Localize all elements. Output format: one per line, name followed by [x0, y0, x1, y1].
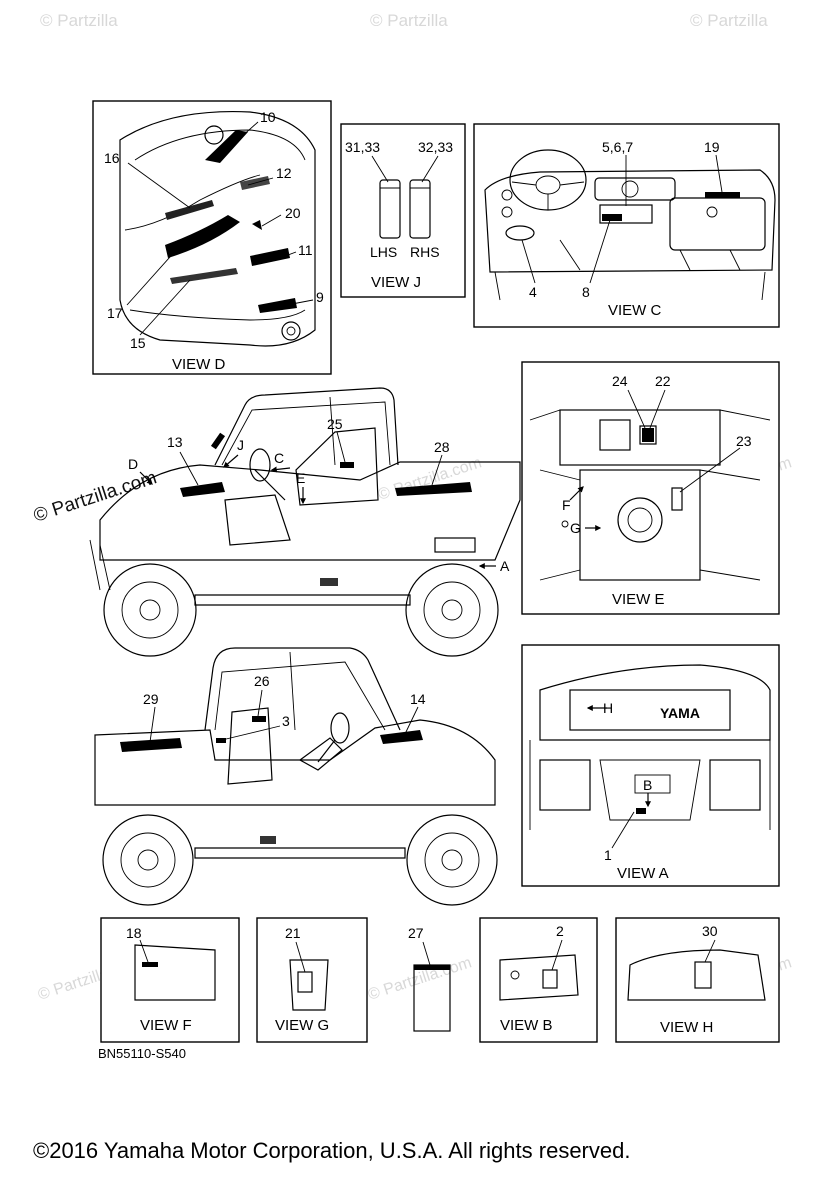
vehicle-right-side: 29 26 3 14 — [94, 647, 498, 906]
view-g-title: VIEW G — [275, 1017, 329, 1034]
callout-1: 1 — [604, 847, 612, 863]
callout-5-6-7: 5,6,7 — [602, 139, 633, 155]
view-b-panel: 2 VIEW B — [479, 917, 598, 1043]
view-b-title: VIEW B — [500, 1017, 553, 1034]
callout-10: 10 — [260, 109, 276, 125]
part-27: 27 — [408, 925, 451, 1032]
view-c-panel: 5,6,7 19 4 8 VIEW C — [473, 123, 780, 328]
arrow-label-c: C — [274, 450, 284, 466]
callout-18: 18 — [126, 925, 142, 941]
callout-11: 11 — [298, 242, 313, 258]
callout-8: 8 — [582, 284, 590, 300]
view-h-title: VIEW H — [660, 1019, 713, 1036]
arrow-label-a: A — [500, 558, 510, 574]
callout-9: 9 — [316, 289, 324, 305]
callout-24: 24 — [612, 373, 628, 389]
view-f-title: VIEW F — [140, 1017, 192, 1034]
callout-26: 26 — [254, 673, 270, 689]
view-d-panel: 10 16 12 20 11 9 17 15 VIEW D — [92, 100, 332, 375]
side-label-rhs: RHS — [410, 244, 440, 260]
callout-21: 21 — [285, 925, 301, 941]
arrow-label-g: G — [570, 520, 581, 536]
callout-3: 3 — [282, 713, 290, 729]
watermark-main: © Partzilla.com — [31, 467, 159, 527]
arrow-label-h: H — [603, 700, 613, 716]
watermark: © Partzilla — [690, 11, 768, 30]
callout-12: 12 — [276, 165, 292, 181]
vehicle-left-side: 13 25 28 J C E A D — [89, 387, 521, 657]
view-a-panel: YAMA H B 1 VIEW A — [521, 644, 780, 887]
callout-2: 2 — [556, 923, 564, 939]
callout-13: 13 — [167, 434, 183, 450]
view-c-title: VIEW C — [608, 302, 662, 319]
callout-14: 14 — [410, 691, 426, 707]
side-label-lhs: LHS — [370, 244, 397, 260]
diagram-code: BN55110-S540 — [98, 1046, 186, 1061]
arrow-label-f: F — [562, 497, 571, 513]
view-g-panel: 21 VIEW G — [256, 917, 368, 1043]
callout-23: 23 — [736, 433, 752, 449]
view-h-panel: 30 VIEW H — [615, 917, 780, 1043]
arrow-label-j: J — [237, 437, 244, 453]
callout-22: 22 — [655, 373, 671, 389]
callout-17: 17 — [107, 305, 123, 321]
callout-19: 19 — [704, 139, 720, 155]
view-a-title: VIEW A — [617, 865, 669, 882]
callout-20: 20 — [285, 205, 301, 221]
callout-31-33: 31,33 — [345, 139, 380, 155]
view-j-panel: 31,33 32,33 LHS RHS VIEW J — [340, 123, 466, 298]
arrow-label-e: E — [296, 470, 305, 486]
callout-30: 30 — [702, 923, 718, 939]
copyright-notice: ©2016 Yamaha Motor Corporation, U.S.A. A… — [33, 1138, 631, 1163]
callout-29: 29 — [143, 691, 159, 707]
callout-28: 28 — [434, 439, 450, 455]
view-j-title: VIEW J — [371, 274, 421, 291]
view-e-title: VIEW E — [612, 591, 665, 608]
callout-16: 16 — [104, 150, 120, 166]
view-f-panel: 18 VIEW F — [100, 917, 240, 1043]
callout-4: 4 — [529, 284, 537, 300]
watermark: © Partzilla — [40, 11, 118, 30]
watermark: © Partzilla — [370, 11, 448, 30]
arrow-label-d: D — [128, 456, 138, 472]
arrow-label-b: B — [643, 777, 652, 793]
watermark: © Partzilla.com — [366, 954, 474, 1003]
callout-27: 27 — [408, 925, 424, 941]
callout-15: 15 — [130, 335, 146, 351]
view-d-title: VIEW D — [172, 356, 226, 373]
view-e-panel: 24 22 23 F G VIEW E — [521, 361, 780, 615]
callout-32-33: 32,33 — [418, 139, 453, 155]
callout-25: 25 — [327, 416, 343, 432]
yamaha-logo-text: YAMA — [660, 705, 700, 721]
